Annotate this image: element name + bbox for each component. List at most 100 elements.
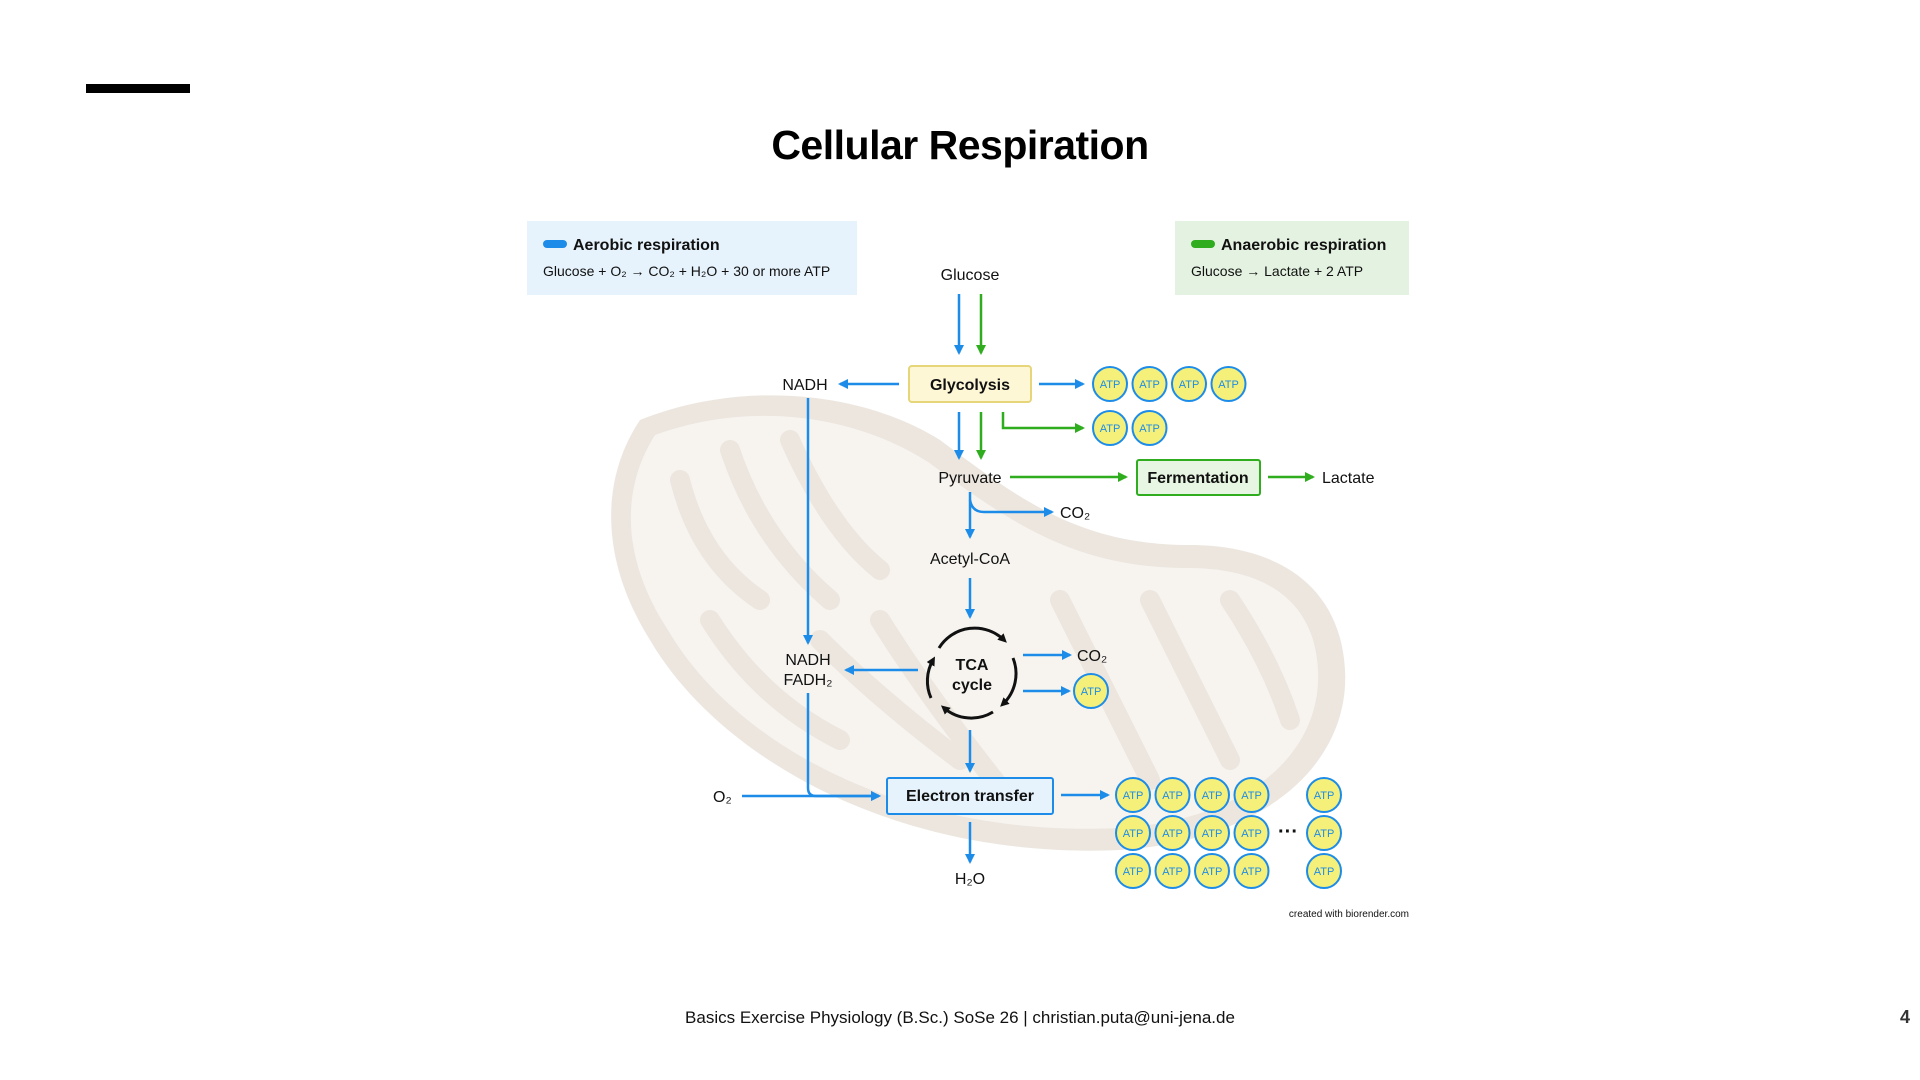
legend-aerobic: Aerobic respiration Glucose + O₂ → CO₂ +… (527, 221, 857, 295)
legend-anaerobic: Anaerobic respiration Glucose → Lactate … (1175, 221, 1409, 295)
glucose-label: Glucose (941, 267, 1000, 284)
atp-icon: ATP (1194, 815, 1230, 851)
atp-icon: ATP (1194, 777, 1230, 813)
atp-coin (1131, 366, 1168, 402)
atp-coin-label: ATP (1179, 379, 1200, 391)
atp-coin (1131, 410, 1168, 446)
atp-icon: ATP (1131, 410, 1168, 446)
atp-icon: ATP (1233, 815, 1270, 851)
atp-coin (1233, 815, 1270, 851)
atp-coin (1115, 777, 1151, 813)
atp-coin (1154, 853, 1191, 889)
nadh2-label: NADH (785, 652, 830, 669)
fermentation-box (1136, 459, 1261, 496)
atp-icon: ATP (1115, 815, 1151, 851)
atp-coin-label: ATP (1162, 790, 1183, 802)
atp-coin-label: ATP (1314, 866, 1335, 878)
atp-icon: ATP (1092, 366, 1128, 402)
atp-icon: ATP (1171, 366, 1207, 402)
atp-icon: ATP (1306, 853, 1342, 889)
atp-group-tca: ATP (1073, 673, 1109, 709)
tca-cycle-arc-left (925, 656, 935, 699)
arrow-pyruvate-co2 (968, 499, 1054, 517)
atp-coin-label: ATP (1081, 686, 1102, 698)
legend-anaerobic-swatch (1191, 240, 1215, 248)
glycolysis-box (908, 365, 1032, 403)
atp-coin-label: ATP (1100, 379, 1121, 391)
atp-coin-label: ATP (1100, 423, 1121, 435)
atp-coin-label: ATP (1314, 790, 1335, 802)
atp-icon: ATP (1306, 777, 1342, 813)
atp-coin-label: ATP (1162, 866, 1183, 878)
atp-coin (1194, 777, 1230, 813)
atp-coin (1115, 815, 1151, 851)
atp-coin-label: ATP (1218, 379, 1239, 391)
legend-aerobic-title: Aerobic respiration (573, 237, 720, 254)
atp-icon: ATP (1306, 815, 1342, 851)
title-accent-bar (86, 84, 190, 93)
atp-coin (1154, 815, 1191, 851)
atp-coin (1306, 777, 1342, 813)
biorender-credit: created with biorender.com (1289, 909, 1409, 920)
atp-coin-label: ATP (1202, 790, 1223, 802)
atp-icon: ATP (1115, 853, 1151, 889)
atp-icon: ATP (1233, 777, 1270, 813)
glycolysis-label: Glycolysis (930, 377, 1010, 394)
electron-transfer-box (886, 777, 1054, 815)
atp-coin (1171, 366, 1207, 402)
atp-coin-label: ATP (1139, 423, 1160, 435)
atp-coin (1210, 366, 1247, 402)
tca-label-line2: cycle (952, 677, 992, 694)
atp-coin (1154, 777, 1191, 813)
legend-anaerobic-title: Anaerobic respiration (1221, 237, 1386, 254)
atp-coin-label: ATP (1123, 866, 1144, 878)
atp-coin-label: ATP (1202, 828, 1223, 840)
legend-aerobic-box (527, 221, 857, 295)
tca-label-line1: TCA (956, 657, 989, 674)
nadh-label: NADH (782, 377, 827, 394)
tca-cycle-arc-right (1000, 657, 1018, 707)
electron-transfer-label: Electron transfer (906, 788, 1034, 805)
atp-coin-label: ATP (1202, 866, 1223, 878)
atp-icon: ATP (1233, 853, 1270, 889)
atp-group-glycolysis-anaerobic: ATP ATP (1092, 410, 1168, 446)
tca-cycle-arc-bottom (940, 705, 994, 720)
atp-icon: ATP (1115, 777, 1151, 813)
atp-icon: ATP (1131, 366, 1168, 402)
atp-coin (1194, 815, 1230, 851)
atp-coin (1306, 853, 1342, 889)
cellular-respiration-diagram: Aerobic respiration Glucose + O₂ → CO₂ +… (527, 221, 1409, 920)
atp-coin-label: ATP (1123, 828, 1144, 840)
atp-coin-label: ATP (1162, 828, 1183, 840)
lactate-label: Lactate (1322, 470, 1375, 487)
slide-title: Cellular Respiration (771, 122, 1149, 168)
atp-coin (1194, 853, 1230, 889)
acetylcoa-label: Acetyl-CoA (930, 551, 1010, 568)
atp-ellipsis: ··· (1278, 821, 1298, 843)
atp-coin-label: ATP (1139, 379, 1160, 391)
atp-coin-label: ATP (1314, 828, 1335, 840)
atp-coin (1306, 815, 1342, 851)
atp-coin (1233, 853, 1270, 889)
atp-coin (1115, 853, 1151, 889)
o2-label: O₂ (713, 789, 732, 806)
atp-coin (1073, 673, 1109, 709)
atp-coin-label: ATP (1241, 828, 1262, 840)
co2-tca-label: CO₂ (1077, 648, 1107, 665)
atp-icon: ATP (1073, 673, 1109, 709)
atp-coin-label: ATP (1241, 866, 1262, 878)
atp-icon: ATP (1154, 815, 1191, 851)
atp-coin (1092, 410, 1128, 446)
legend-anaerobic-equation: Glucose → Lactate + 2 ATP (1191, 263, 1363, 279)
atp-group-electron-transfer: ATP ATP ATP ATP ATP ATP ATP ATP ATP ATP ATP ATP ATP A… (1115, 777, 1342, 889)
atp-icon: ATP (1210, 366, 1247, 402)
legend-aerobic-equation: Glucose + O₂ → CO₂ + H₂O + 30 or more AT… (543, 263, 830, 279)
pyruvate-label: Pyruvate (938, 470, 1001, 487)
tca-cycle-arc-top (937, 626, 1007, 649)
atp-icon: ATP (1154, 853, 1191, 889)
fermentation-label: Fermentation (1147, 470, 1248, 487)
atp-group-glycolysis-aerobic: ATP ATP ATP ATP (1092, 366, 1247, 402)
atp-coin-label: ATP (1123, 790, 1144, 802)
slide-footer: Basics Exercise Physiology (B.Sc.) SoSe … (685, 1008, 1235, 1027)
fadh2-label: FADH₂ (784, 672, 833, 689)
